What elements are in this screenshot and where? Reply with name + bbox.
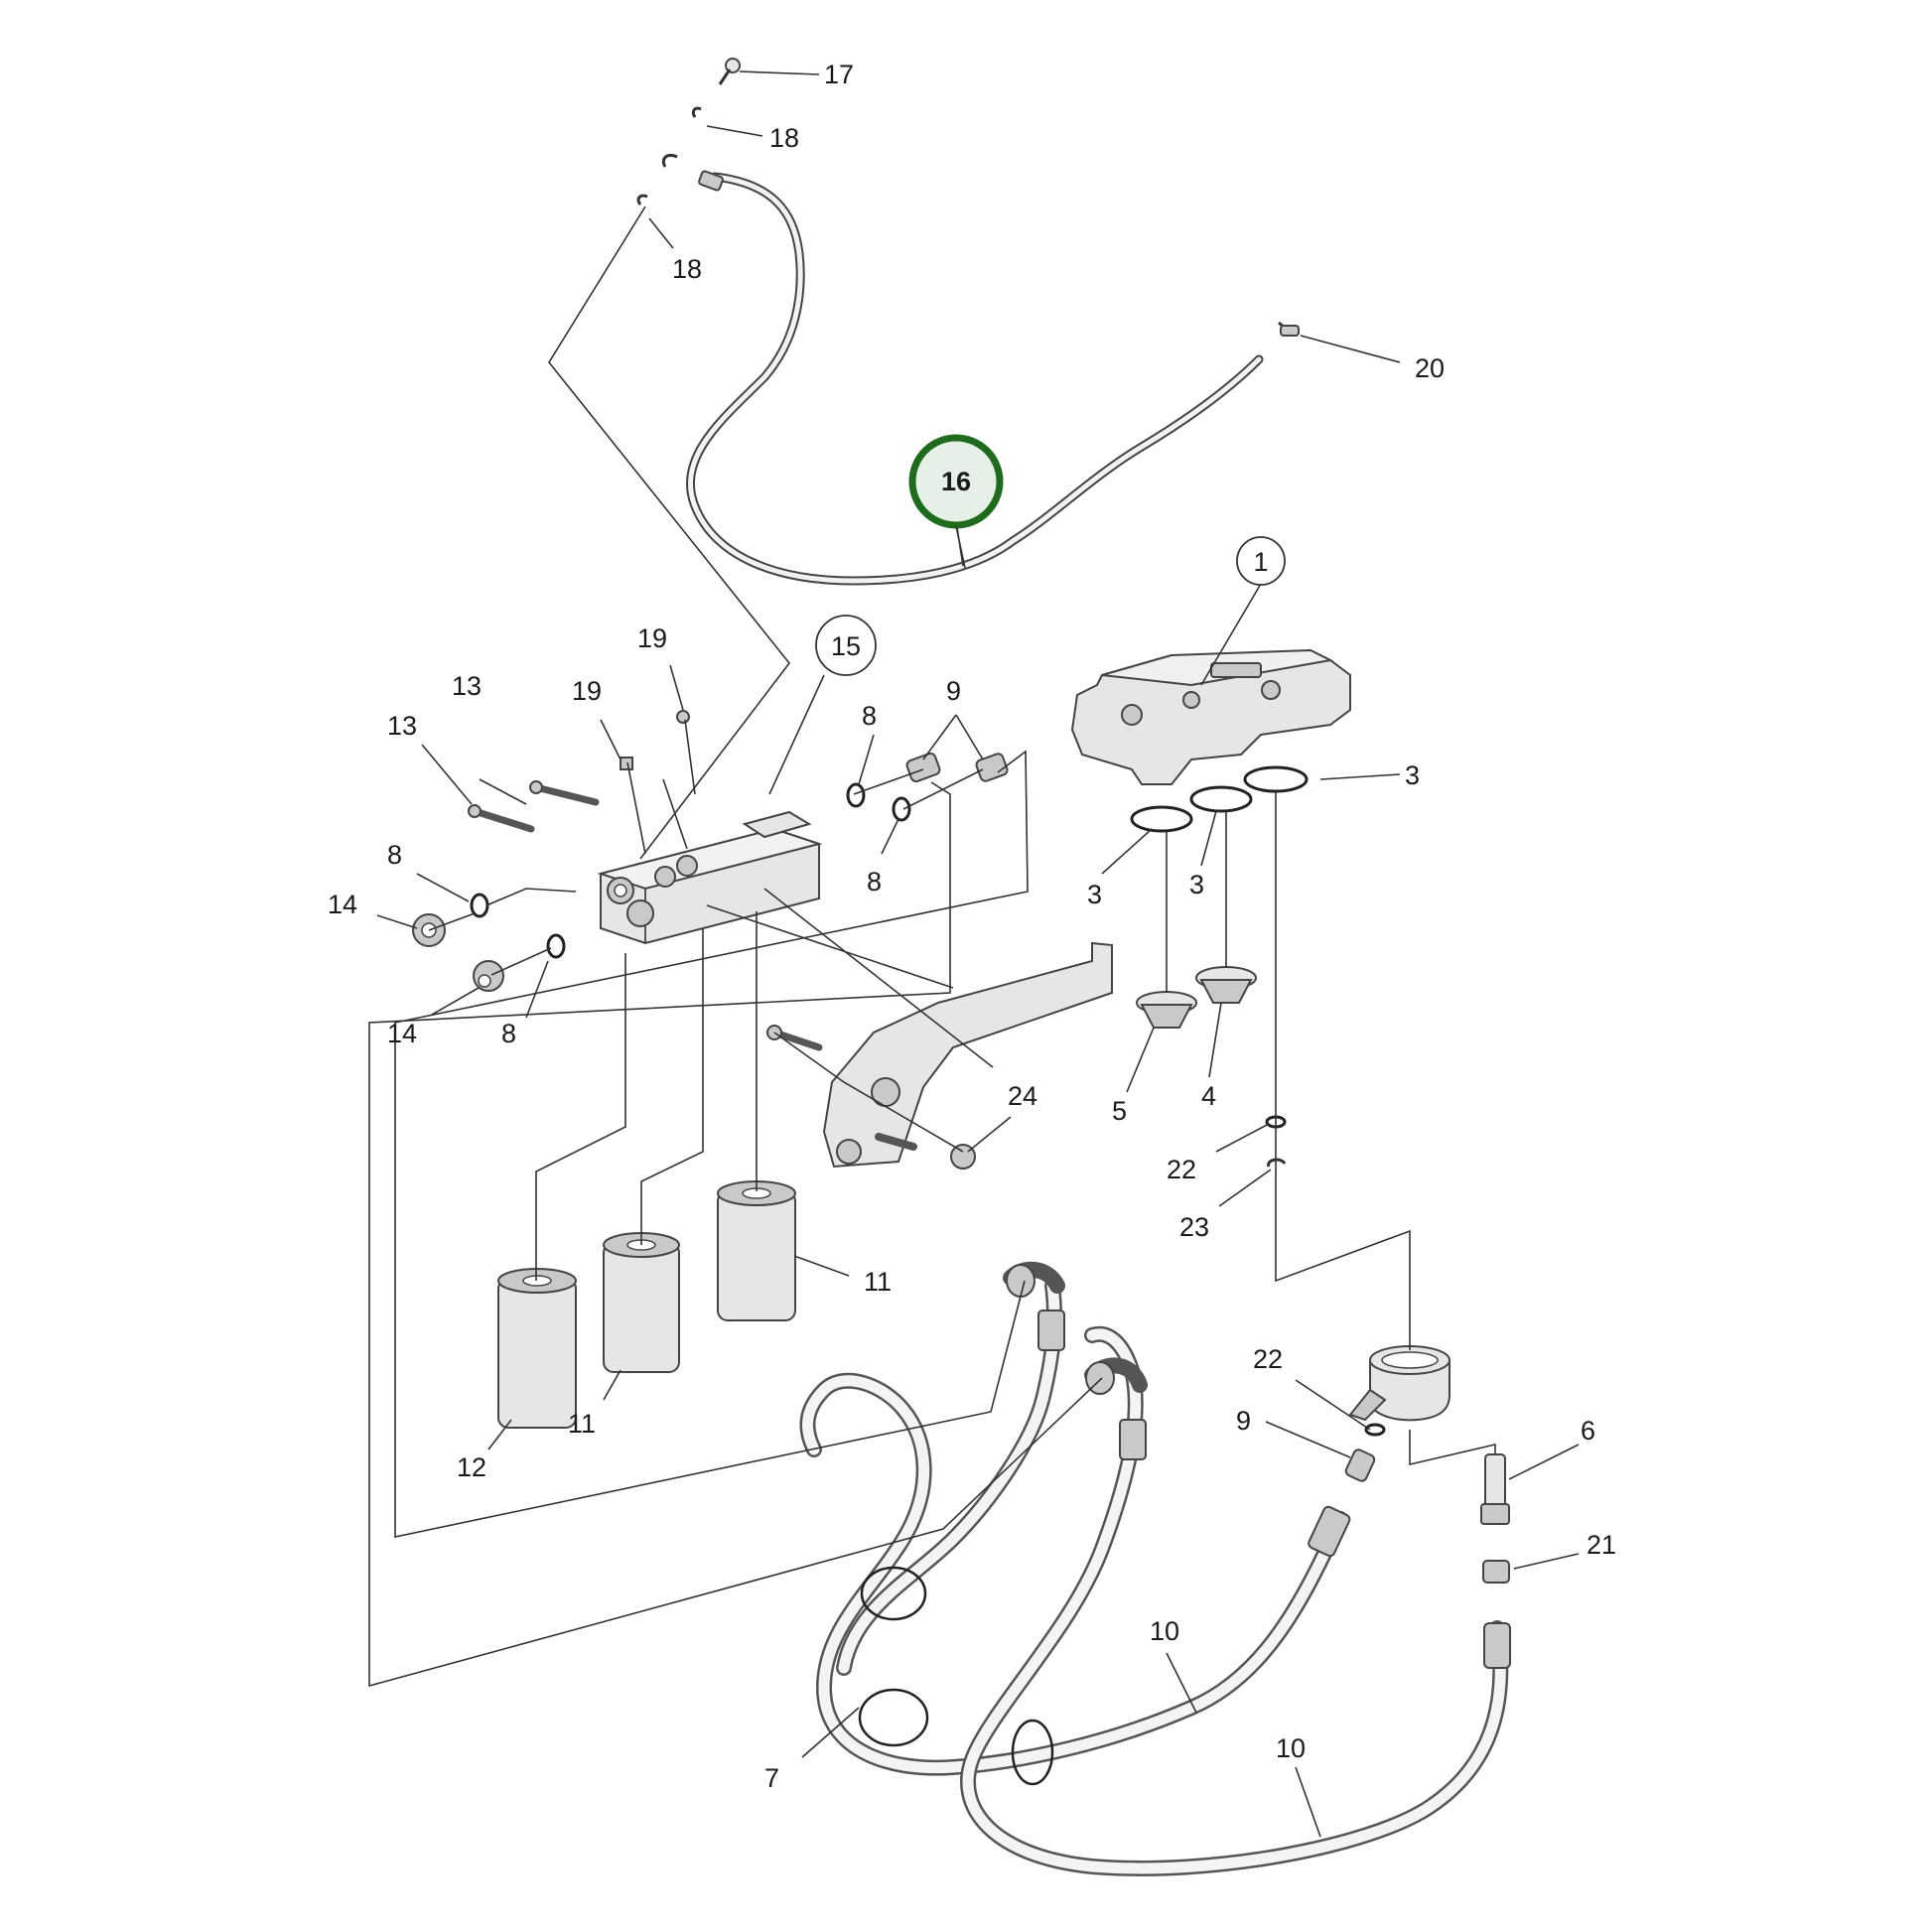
callout-circle-1: [1236, 536, 1286, 586]
callout-17: 17: [824, 60, 854, 89]
callout-4: 4: [1201, 1081, 1216, 1111]
callout-13-upper: 13: [452, 671, 482, 701]
callout-11-left: 11: [568, 1409, 596, 1439]
callout-14-lower: 14: [387, 1019, 417, 1048]
callout-13-lower: 13: [387, 711, 417, 741]
callout-6: 6: [1581, 1416, 1595, 1446]
fitting-9-lower: [1344, 1449, 1376, 1482]
clip-20: [1278, 321, 1300, 337]
hose-clamp-a: [860, 1566, 927, 1621]
oring-3-c: [1243, 765, 1309, 793]
callout-16: 16: [941, 467, 971, 496]
hose-end-fitting-b: [1483, 1622, 1511, 1669]
oring-3-b: [1189, 785, 1253, 813]
hose-10-b: [960, 1325, 1509, 1876]
oring-8-a: [846, 782, 866, 808]
filter-12: [497, 1268, 577, 1429]
callout-3-left: 3: [1087, 880, 1102, 909]
callout-circle-15: [815, 615, 877, 676]
callout-3-mid: 3: [1189, 870, 1204, 899]
callout-11-right: 11: [864, 1267, 892, 1297]
assembly-lines: [368, 70, 1580, 1838]
callout-23: 23: [1179, 1212, 1209, 1242]
callout-18-top: 18: [769, 123, 799, 153]
callout-24: 24: [1008, 1081, 1037, 1111]
thermostat-housing-1: [1070, 648, 1351, 785]
callout-21: 21: [1587, 1530, 1616, 1560]
callout-1: 1: [1253, 547, 1268, 577]
clip-17: [718, 58, 741, 85]
filter-11-b: [717, 1180, 796, 1321]
callout-9-lower: 9: [1236, 1406, 1251, 1436]
oring-3-a: [1130, 805, 1193, 833]
callout-10-lower: 10: [1276, 1733, 1306, 1763]
hose-16: [661, 153, 1264, 586]
filter-11-a: [603, 1232, 680, 1373]
thermostat-4: [1195, 966, 1257, 1004]
oring-8-b: [892, 796, 911, 822]
clip-18-top: [691, 106, 702, 118]
callout-22-upper: 22: [1167, 1155, 1196, 1184]
hose-clamp-b: [858, 1688, 929, 1747]
fitting-9-a: [905, 752, 941, 783]
callout-8-mid: 8: [867, 867, 882, 897]
callout-19-right: 19: [637, 623, 667, 653]
callout-22-lower: 22: [1253, 1344, 1283, 1374]
fitting-6: [1480, 1453, 1510, 1525]
callout-8-bottom: 8: [501, 1019, 516, 1048]
bolt-13-b: [529, 780, 600, 806]
hose-7: [836, 1261, 1148, 1676]
nut-19-a: [620, 757, 633, 770]
callout-15: 15: [831, 631, 861, 661]
fitting-21: [1482, 1560, 1510, 1584]
callout-12: 12: [457, 1452, 486, 1482]
callout-14-upper: 14: [328, 890, 357, 919]
hose-10-a: [799, 1372, 1348, 1776]
clip-23: [1267, 1158, 1287, 1168]
callout-circle-16: [908, 434, 1004, 569]
bolt-13-a: [468, 804, 535, 833]
callout-10-upper: 10: [1150, 1616, 1179, 1646]
oring-8-d: [546, 933, 566, 959]
filter-head-15: [597, 810, 823, 945]
hose-end-fitting-a: [1308, 1505, 1351, 1558]
callout-19-left: 19: [572, 676, 602, 706]
callout-20: 20: [1415, 353, 1445, 383]
oring-22-b: [1364, 1423, 1386, 1437]
callout-7: 7: [764, 1763, 779, 1793]
clip-18-lower: [636, 194, 648, 206]
callout-18-lower: 18: [672, 254, 702, 284]
callout-8-left: 8: [387, 840, 402, 870]
callout-3-right: 3: [1405, 760, 1420, 790]
plug-14-b: [473, 960, 504, 992]
hose-clamp-c: [1011, 1719, 1054, 1786]
callout-5: 5: [1112, 1096, 1127, 1126]
elbow-connector: [1348, 1345, 1450, 1422]
callout-9-top: 9: [946, 676, 961, 706]
nut-19-b: [676, 710, 690, 724]
callout-8-top: 8: [862, 701, 877, 731]
thermostat-5: [1136, 991, 1197, 1029]
bracket-24: [766, 941, 1113, 1170]
